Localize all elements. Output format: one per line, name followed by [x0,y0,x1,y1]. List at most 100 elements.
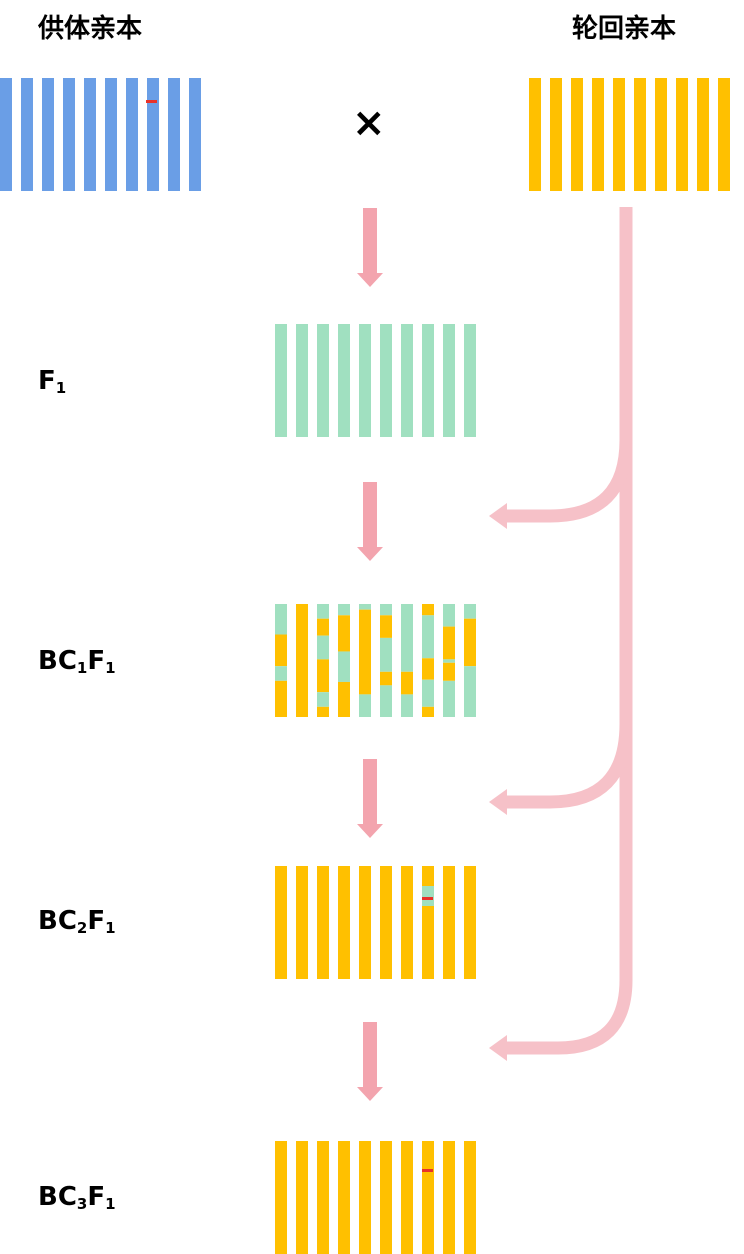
bc2f1-target-marker [422,897,433,900]
bc1f1-segment [359,604,371,610]
bc3f1-chromosome [401,1141,413,1254]
bc1f1-bc: BC [38,646,77,676]
bc1f1-segment [401,671,413,695]
bc2f1-f-sub: 1 [105,919,116,937]
bc1f1-segment [464,618,476,667]
bc1f1-segment [359,694,371,717]
arrow-down-4-shaft [363,1022,377,1089]
arrow-down-4-head [357,1087,383,1101]
generation-label-f1: F1 [38,366,66,396]
arrow-down-2-shaft [363,482,377,549]
bc1f1-segment [380,615,392,638]
bc1f1-segment [317,659,329,693]
recurrent-branch-2 [503,723,633,809]
bc3f1-chromosome [338,1141,350,1254]
donor-chromosome [63,78,75,191]
bc2f1-chromosome [317,866,329,979]
bc1f1-segment [443,680,455,717]
arrow-left-head-2 [489,789,507,815]
bc2f1-donor-segment [422,886,434,906]
bc3f1-chromosome [380,1141,392,1254]
bc1f1-f: F [87,646,106,676]
f1-chromosome [296,324,308,437]
bc3f1-chromosome [359,1141,371,1254]
bc1f1-segment [380,671,392,686]
bc3f1-bc-sub: 3 [76,1195,88,1213]
bc1f1-segment [422,658,434,680]
recurrent-chromosome [529,78,541,191]
bc1f1-segment [296,604,308,717]
f1-chromosome [401,324,413,437]
bc1f1-segment [443,604,455,627]
recurrent-chromosome [571,78,583,191]
bc3f1-bc: BC [38,1182,77,1212]
bc2f1-chromosome [464,866,476,979]
f1-chromosome [338,324,350,437]
bc1f1-segment [275,634,287,667]
bc1f1-segment [338,604,350,616]
bc2f1-chromosome [443,866,455,979]
donor-parent-label: 供体亲本 [38,14,143,44]
bc1f1-f-sub: 1 [105,659,116,677]
bc1f1-segment [443,659,455,663]
recurrent-chromosome [613,78,625,191]
arrow-left-head-3 [489,1035,507,1061]
bc3f1-chromosome [443,1141,455,1254]
bc2f1-f: F [87,906,106,936]
bc1f1-segment [359,609,371,695]
bc1f1-segment [317,635,329,660]
bc1f1-segment [380,637,392,672]
bc1f1-segment [443,626,455,660]
donor-chromosome [126,78,138,191]
recurrent-chromosome [634,78,646,191]
bc2f1-chromosome [401,866,413,979]
arrow-down-2-head [357,547,383,561]
f1-chromosome [275,324,287,437]
bc1f1-segment [338,651,350,682]
bc3f1-f: F [87,1182,106,1212]
f1-chromosome [422,324,434,437]
f1-chromosome [317,324,329,437]
bc1f1-segment [380,604,392,616]
bc1f1-segment [422,604,434,616]
recurrent-chromosome [550,78,562,191]
bc1f1-segment [422,706,434,717]
bc1f1-segment [443,662,455,681]
bc1f1-segment [275,666,287,681]
bc1f1-segment [422,615,434,659]
recurrent-parent-label: 轮回亲本 [572,14,677,44]
arrow-down-3-shaft [363,759,377,826]
bc1f1-segment [275,604,287,635]
bc3f1-target-marker [422,1169,433,1172]
donor-chromosome [147,78,159,191]
bc1f1-segment [317,706,329,717]
bc1f1-segment [422,679,434,707]
bc1f1-segment [401,694,413,717]
f1-base: F [38,366,56,396]
generation-label-bc1f1: BC1F1 [38,646,116,676]
donor-target-marker [146,100,157,103]
bc3f1-chromosome [317,1141,329,1254]
recurrent-branch-1 [503,439,633,523]
bc1f1-segment [338,615,350,652]
bc2f1-chromosome [422,866,434,979]
bc3f1-chromosome [422,1141,434,1254]
donor-chromosome [0,78,12,191]
bc1f1-segment [464,666,476,717]
bc2f1-chromosome [275,866,287,979]
generation-label-bc2f1: BC2F1 [38,906,116,936]
donor-chromosome [84,78,96,191]
f1-chromosome [464,324,476,437]
f1-chromosome [443,324,455,437]
bc1f1-segment [317,604,329,619]
bc1f1-segment [380,685,392,717]
bc3f1-chromosome [464,1141,476,1254]
bc3f1-chromosome [296,1141,308,1254]
bc1f1-segment [317,692,329,707]
recurrent-return-line [503,207,633,1055]
bc1f1-segment [464,604,476,619]
recurrent-chromosome [655,78,667,191]
generation-label-bc3f1: BC3F1 [38,1182,116,1212]
bc3f1-chromosome [275,1141,287,1254]
